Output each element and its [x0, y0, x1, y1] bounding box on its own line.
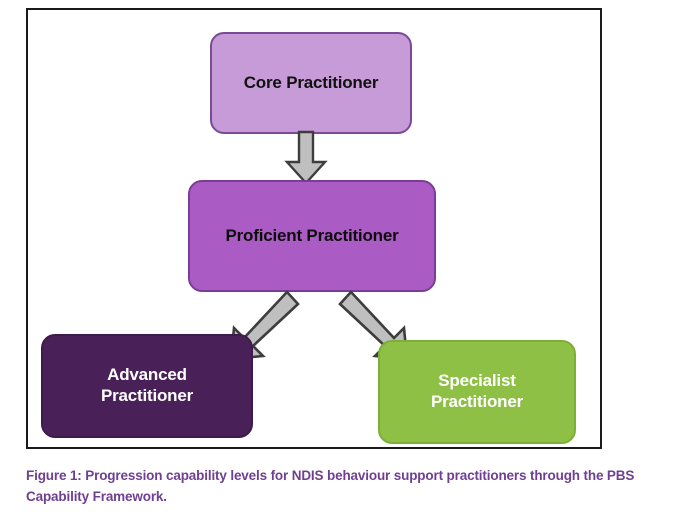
node-proficient-practitioner-label: Proficient Practitioner: [225, 225, 399, 245]
arrow-down-core-to-proficient: [284, 130, 328, 185]
node-specialist-practitioner-label: Specialist Practitioner: [430, 371, 524, 411]
figure-caption: Figure 1: Progression capability levels …: [26, 468, 635, 504]
node-advanced-practitioner: Advanced Practitioner: [41, 334, 253, 438]
node-advanced-practitioner-label: Advanced Practitioner: [100, 365, 194, 405]
node-specialist-practitioner: Specialist Practitioner: [378, 340, 576, 444]
node-core-practitioner-label: Core Practitioner: [243, 72, 379, 92]
node-core-practitioner: Core Practitioner: [210, 32, 412, 134]
node-proficient-practitioner: Proficient Practitioner: [188, 180, 436, 292]
figure-frame: Core Practitioner Proficient Practitione…: [26, 8, 602, 449]
